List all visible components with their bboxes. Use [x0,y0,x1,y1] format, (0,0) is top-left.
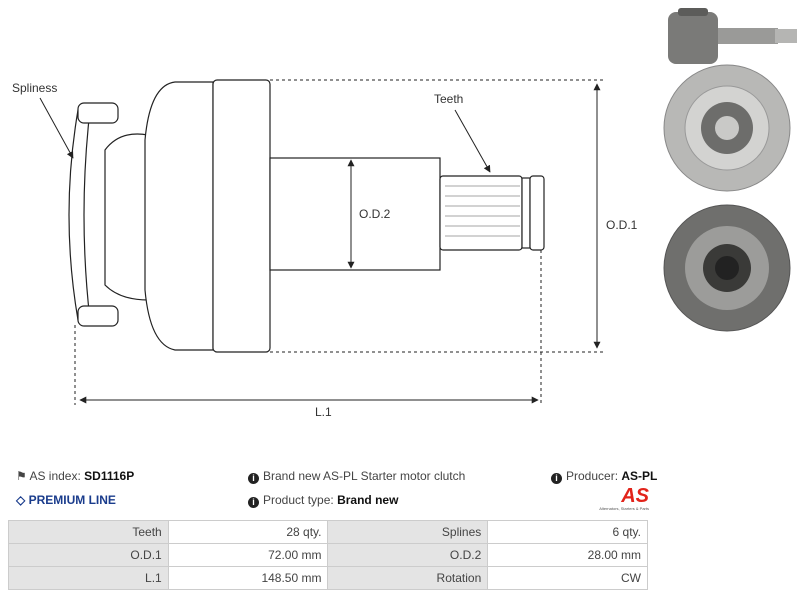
spec-value: 72.00 mm [167,543,329,567]
label-spliness: Spliness [12,81,57,95]
spec-value: CW [487,566,648,590]
premium-line: ◇ PREMIUM LINE [16,493,116,507]
product-photo-side [668,8,797,64]
clutch-outline [68,79,545,353]
diamond-icon: ◇ [16,493,26,507]
spec-value: 28.00 mm [487,543,648,567]
info-icon: i [248,473,259,484]
spec-value: 28 qty. [167,520,329,544]
spec-label: O.D.2 [327,543,489,567]
label-od1: O.D.1 [606,218,638,232]
spec-label: L.1 [8,566,169,590]
product-photo-back [663,204,791,332]
spec-value: 148.50 mm [167,566,329,590]
spec-label: Rotation [327,566,489,590]
label-teeth: Teeth [434,92,463,106]
product-photo-front [663,64,791,192]
spec-label: Teeth [8,520,169,544]
technical-drawing: Spliness Teeth O.D.2 O.D.1 L.1 [12,8,797,419]
info-icon: i [551,473,562,484]
as-index-value: SD1116P [84,469,135,483]
spec-label: Splines [327,520,489,544]
as-pl-logo: AS Alternators, Starters & Parts [599,485,649,511]
label-od2: O.D.2 [359,207,391,221]
tag-icon: ⚑ [16,469,27,483]
info-icon: i [248,497,259,508]
label-l1: L.1 [315,405,332,419]
spec-label: O.D.1 [8,543,169,567]
spec-value: 6 qty. [487,520,648,544]
as-index: ⚑ AS index: SD1116P [16,469,135,483]
